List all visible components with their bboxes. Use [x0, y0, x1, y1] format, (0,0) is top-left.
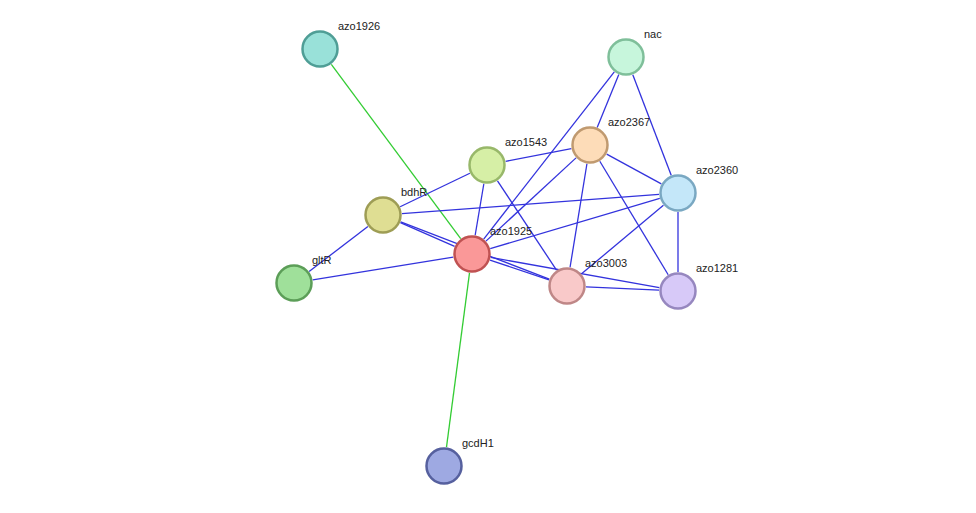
- node-label: azo2360: [696, 164, 738, 177]
- node-circle: [453, 235, 491, 273]
- node-label: gltR: [312, 254, 332, 267]
- node-circle-shape: [427, 449, 462, 484]
- protein-node: gltR: [275, 264, 313, 302]
- interaction-edge: [309, 227, 368, 272]
- node-circle-shape: [550, 269, 585, 304]
- node-circle-shape: [661, 176, 696, 211]
- node-label: gcdH1: [462, 437, 494, 450]
- node-circle-shape: [455, 237, 490, 272]
- interaction-edge: [506, 149, 572, 162]
- node-label: nac: [644, 28, 662, 41]
- node-circle: [607, 38, 645, 76]
- node-label: azo1543: [505, 136, 547, 149]
- node-circle-shape: [470, 148, 505, 183]
- protein-node: azo1281: [659, 272, 697, 310]
- node-label: azo1281: [696, 262, 738, 275]
- node-circle-shape: [366, 198, 401, 233]
- interaction-edge: [475, 184, 484, 236]
- protein-node: azo2360: [659, 174, 697, 212]
- node-label: azo1925: [490, 225, 532, 238]
- node-circle-shape: [277, 266, 312, 301]
- node-circle: [301, 30, 339, 68]
- node-circle: [275, 264, 313, 302]
- interaction-edge: [582, 205, 664, 274]
- node-circle: [425, 447, 463, 485]
- node-circle: [659, 174, 697, 212]
- interaction-edge: [331, 64, 460, 238]
- interaction-edge: [402, 194, 659, 213]
- node-circle: [548, 267, 586, 305]
- node-circle: [571, 126, 609, 164]
- protein-node: gcdH1: [425, 447, 463, 485]
- node-circle: [468, 146, 506, 184]
- node-circle-shape: [609, 40, 644, 75]
- protein-node: bdhR: [364, 196, 402, 234]
- interaction-edge: [400, 173, 470, 207]
- protein-node: azo3003: [548, 267, 586, 305]
- node-label: azo2367: [608, 116, 650, 129]
- protein-node: azo1926: [301, 30, 339, 68]
- node-circle-shape: [303, 32, 338, 67]
- node-label: azo1926: [338, 20, 380, 33]
- node-circle-shape: [661, 274, 696, 309]
- interaction-edge: [313, 257, 453, 280]
- node-label: azo3003: [585, 257, 627, 270]
- protein-node: azo2367: [571, 126, 609, 164]
- interaction-edge: [677, 212, 678, 272]
- interaction-edge: [484, 72, 615, 239]
- node-circle: [364, 196, 402, 234]
- interaction-edge: [570, 164, 587, 267]
- node-circle: [659, 272, 697, 310]
- interaction-edge: [586, 287, 659, 290]
- interaction-edge: [401, 222, 550, 279]
- protein-node: nac: [607, 38, 645, 76]
- protein-node: azo1543: [468, 146, 506, 184]
- interaction-edge: [607, 154, 662, 184]
- protein-node: azo1925: [453, 235, 491, 273]
- node-label: bdhR: [401, 186, 427, 199]
- interaction-edge: [400, 223, 454, 247]
- interaction-edge: [446, 273, 469, 447]
- node-circle-shape: [573, 128, 608, 163]
- interaction-edge: [490, 198, 660, 248]
